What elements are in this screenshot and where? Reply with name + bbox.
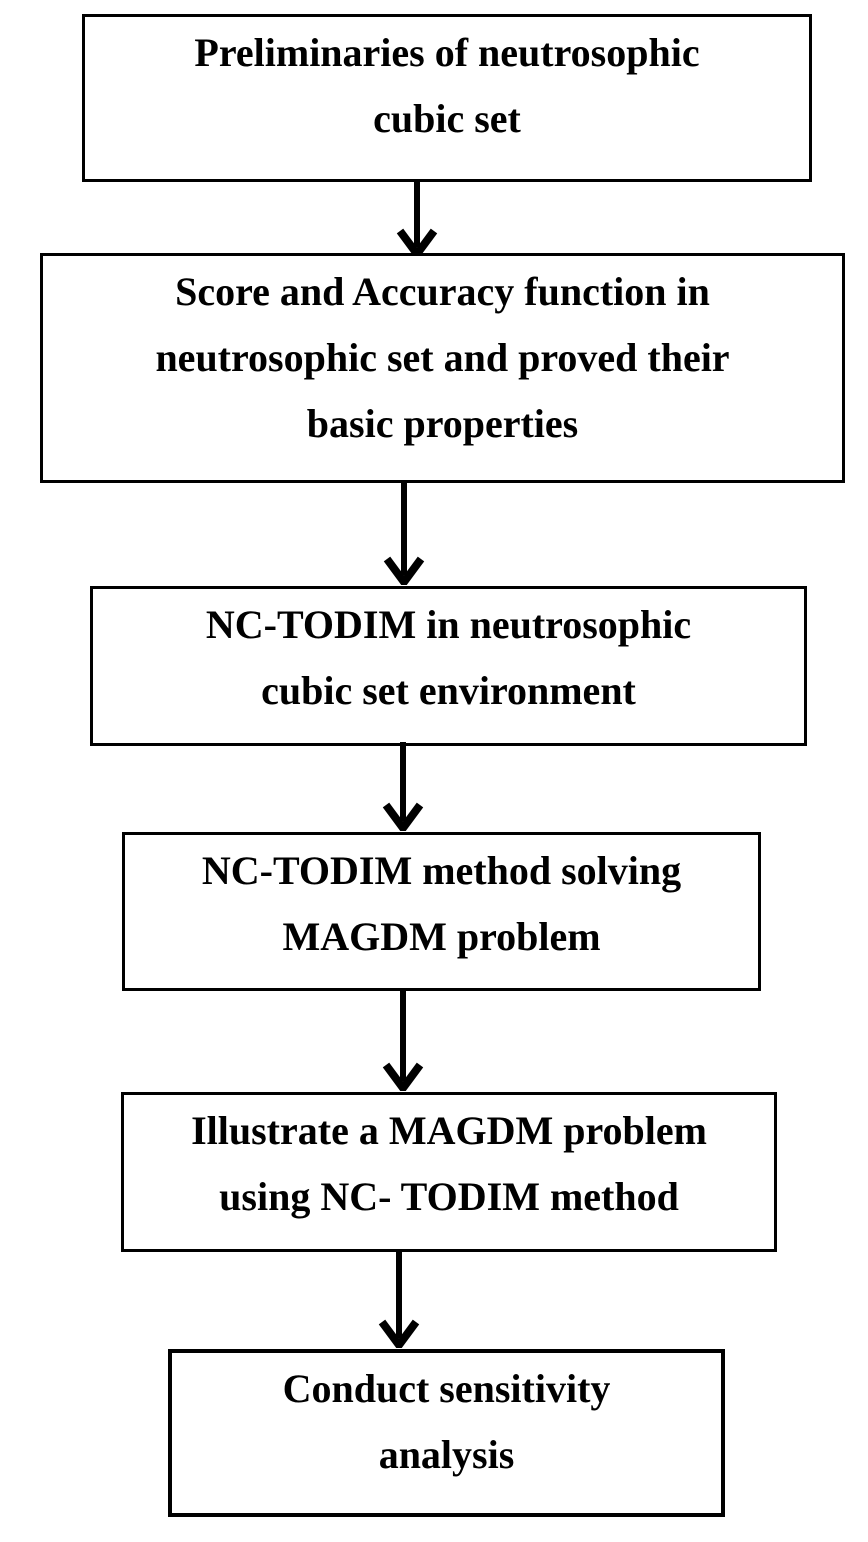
arrow-head xyxy=(378,1319,420,1348)
arrow-down-icon xyxy=(382,742,424,831)
box-line: cubic set environment xyxy=(261,668,636,713)
arrow-down-icon xyxy=(383,483,425,585)
arrow-head xyxy=(382,802,424,831)
flow-box-nc-todim-environment: NC-TODIM in neutrosophic cubic set envir… xyxy=(90,586,807,746)
box-line: NC-TODIM method solving xyxy=(201,848,682,893)
arrow-head xyxy=(382,1062,424,1091)
arrow-head xyxy=(383,556,425,585)
box-line: Illustrate a MAGDM problem xyxy=(191,1108,707,1153)
box-line: MAGDM problem xyxy=(282,914,601,959)
box-line: Score and Accuracy function in xyxy=(175,269,710,314)
arrow-down-icon xyxy=(382,991,424,1091)
flow-box-illustrate-magdm: Illustrate a MAGDM problem using NC- TOD… xyxy=(121,1092,777,1252)
flow-box-nc-todim-magdm: NC-TODIM method solving MAGDM problem xyxy=(122,832,761,991)
flow-box-score-accuracy: Score and Accuracy function in neutrosop… xyxy=(40,253,845,483)
arrow-down-icon xyxy=(396,182,438,257)
flow-box-sensitivity-analysis: Conduct sensitivity analysis xyxy=(168,1349,725,1517)
box-line: Conduct sensitivity xyxy=(282,1366,611,1411)
arrow-down-icon xyxy=(378,1252,420,1348)
box-line: neutrosophic set and proved their xyxy=(155,335,730,380)
box-line: cubic set xyxy=(373,96,521,141)
box-line: NC-TODIM in neutrosophic xyxy=(205,602,692,647)
flow-box-preliminaries: Preliminaries of neutrosophic cubic set xyxy=(82,14,812,182)
box-line: basic properties xyxy=(306,401,579,446)
box-line: using NC- TODIM method xyxy=(219,1174,679,1219)
box-line: analysis xyxy=(378,1432,515,1477)
box-line: Preliminaries of neutrosophic xyxy=(194,30,700,75)
